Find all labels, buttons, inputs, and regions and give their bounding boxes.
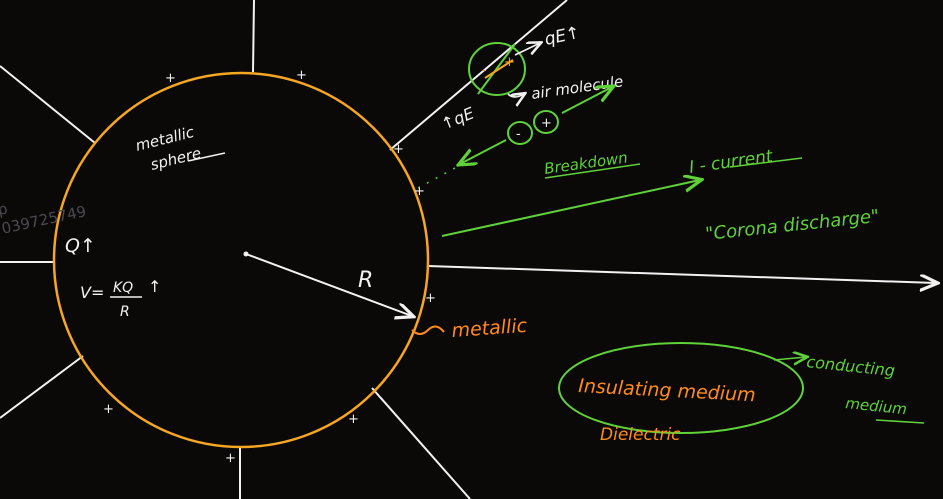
charge-sign: + [103, 402, 114, 417]
current-label: I - current [688, 146, 775, 178]
field-line-top [252, 0, 255, 73]
radius-label: R [358, 268, 373, 293]
field-line-lower-left [0, 355, 84, 419]
metallic-label: metallic [451, 315, 528, 342]
breakdown-label: Breakdown [543, 148, 629, 178]
charge-sign: + [425, 291, 436, 306]
split-molecule [507, 110, 559, 145]
field-line-lower-right [371, 387, 471, 499]
conducting-underline [875, 419, 925, 424]
positive-ion [533, 110, 559, 134]
air-molecule-upper: - + [468, 42, 526, 96]
sphere-title-underline [187, 152, 226, 162]
negative-ion [507, 121, 533, 145]
air-molecule-split [477, 43, 516, 95]
field-line-right [427, 265, 936, 283]
conducting-label-line2: medium [845, 394, 908, 418]
conducting-pointer [773, 357, 806, 360]
potential-lhs: V= [80, 283, 104, 302]
force-out-label: qE↑ [543, 23, 582, 50]
air-molecule-pointer [507, 94, 524, 97]
current-arrow [441, 180, 700, 237]
insulating-medium-label: Insulating medium [578, 375, 756, 406]
charge-sign: + [165, 71, 176, 86]
field-line-upper-left [0, 65, 96, 144]
field-line-upper-right [389, 0, 568, 151]
plus-sign: + [541, 116, 552, 131]
ion-arrow-up-right [561, 87, 612, 114]
watermark-line2: 039725749 [0, 202, 88, 237]
potential-denominator: R [120, 304, 130, 320]
ion-trail [417, 167, 456, 189]
force-in-label: ↑qE [438, 103, 477, 134]
ion-arrow-down-left [460, 139, 507, 164]
current-underline [729, 157, 803, 168]
insulating-medium-ellipse [558, 342, 804, 434]
minus-sign: - [482, 63, 487, 78]
air-molecule-circle [468, 42, 526, 96]
force-out-arrow [514, 43, 540, 56]
metallic-sphere [52, 71, 430, 449]
dielectric-label: Dielectric [600, 425, 681, 445]
charge-sign: + [225, 451, 236, 466]
charge-sign: + [348, 412, 359, 427]
sphere-center [243, 251, 249, 257]
charge-sign: + [414, 184, 425, 199]
potential-arrow: ↑ [148, 277, 161, 296]
plus-sign: + [504, 55, 515, 70]
conducting-label-line1: conducting [806, 352, 896, 380]
breakdown-underline [544, 163, 641, 179]
corona-label: "Corona discharge" [704, 206, 880, 245]
metallic-pointer [411, 325, 445, 335]
potential-numerator: KQ [113, 280, 133, 296]
minus-sign: - [516, 127, 521, 142]
watermark-line1: p [0, 199, 9, 219]
charge-label: Q↑ [65, 235, 96, 257]
charge-sign: + [296, 68, 307, 83]
surface-charges: + + + + + + + + [103, 68, 436, 466]
air-molecule-dipole [484, 59, 514, 79]
charge-sign: + [393, 142, 404, 157]
radius-arrow [245, 253, 412, 316]
